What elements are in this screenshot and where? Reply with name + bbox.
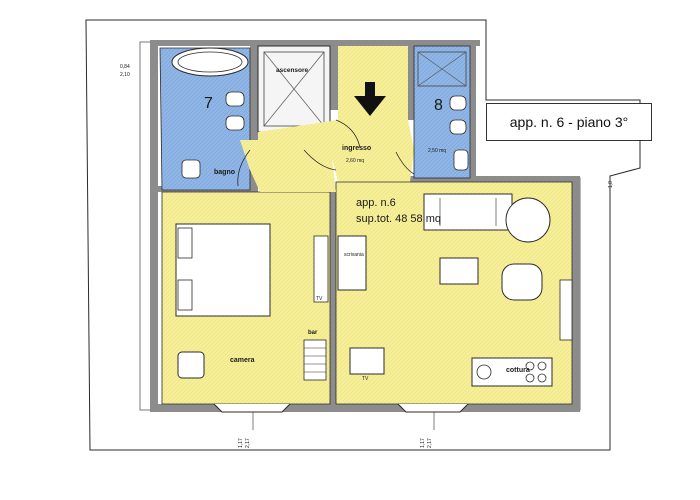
living-tv-label: TV xyxy=(362,376,369,382)
bedroom-tv-label: TV xyxy=(316,296,323,302)
living-tv-stand xyxy=(349,347,385,375)
bedroom-label: camera xyxy=(230,357,255,364)
bath-8-number: 8 xyxy=(434,97,443,114)
bedroom-tv-unit xyxy=(313,235,329,303)
corridor-floor xyxy=(240,140,336,192)
bar-shelf xyxy=(303,339,327,381)
dim-bath7-a: 0,84 xyxy=(120,64,130,70)
entrance-arrow-icon xyxy=(354,82,386,116)
elevator-label: ascensore xyxy=(276,67,309,74)
bath-8-sink xyxy=(453,149,469,171)
living-floor xyxy=(335,181,573,405)
dim-ingresso: 2,60 mq xyxy=(346,158,364,164)
bath-7-bidet xyxy=(225,91,245,107)
desk xyxy=(337,235,367,291)
bar-label: bar xyxy=(308,330,318,336)
apartment-name: app. n.6 xyxy=(356,197,396,209)
coffee-table xyxy=(439,257,479,285)
sofa xyxy=(423,193,513,231)
bath-7-number: 7 xyxy=(204,95,213,112)
dim-window-left-a: 1,17 xyxy=(238,438,244,448)
bath-8-wc xyxy=(449,119,467,135)
bed xyxy=(175,223,271,317)
apartment-area: sup.tot. 48 58 mq xyxy=(356,213,441,225)
desk-label: scrivania xyxy=(344,252,364,258)
bedroom-armchair xyxy=(177,351,205,379)
bath-label: bagno xyxy=(214,169,235,176)
living-armchair xyxy=(501,263,543,301)
round-table xyxy=(505,197,551,243)
dim-bath8: 2,50 mq xyxy=(428,148,446,154)
dim-window-right-b: 2,17 xyxy=(427,438,433,448)
title-box: app. n. 6 - piano 3° xyxy=(486,103,652,141)
bathtub xyxy=(171,47,249,77)
bath-7-sink xyxy=(181,159,201,179)
door-swings xyxy=(237,119,415,187)
building-outline xyxy=(85,19,641,451)
dim-right-edge: 1,8 xyxy=(608,181,614,188)
dim-window-left-b: 2,17 xyxy=(245,438,251,448)
dim-bath7-b: 2,10 xyxy=(120,72,130,78)
kitchen-label: cottura xyxy=(506,367,530,374)
entrance-floor xyxy=(258,46,414,182)
kitchenette xyxy=(471,357,553,387)
dim-window-right-a: 1,17 xyxy=(420,438,426,448)
entrance-label: ingresso xyxy=(342,145,371,152)
bath-7-wc xyxy=(225,115,245,131)
bath-8-bidet xyxy=(449,95,467,111)
window-bays xyxy=(213,403,469,413)
